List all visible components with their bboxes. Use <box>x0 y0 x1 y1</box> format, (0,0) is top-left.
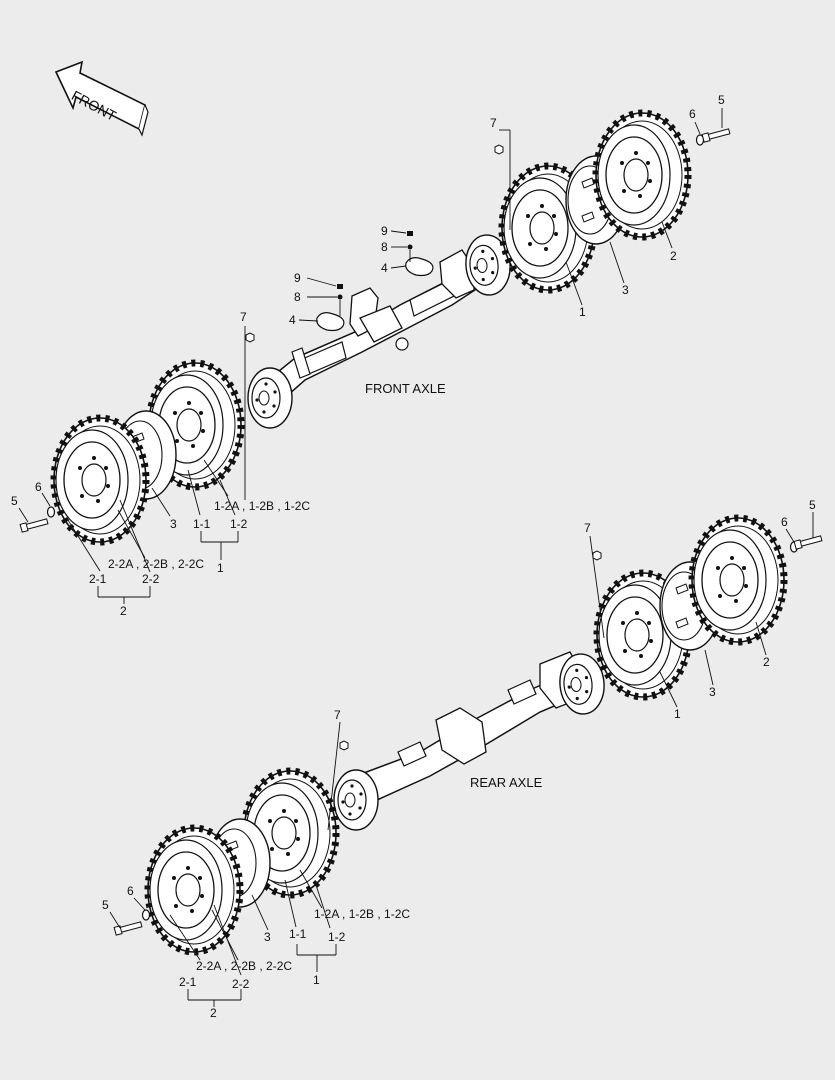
callout-2-1-rear: 2-1 <box>179 975 197 989</box>
front-left-hub <box>247 367 293 429</box>
rear-right-nut <box>592 550 602 561</box>
callout-7-rear-left: 7 <box>334 708 341 722</box>
callout-5-front-left: 5 <box>11 494 18 508</box>
front-right-nut <box>494 144 504 155</box>
front-o-ring-upper <box>405 257 434 277</box>
callout-6-rear-right: 6 <box>781 515 788 529</box>
rear-axle-housing <box>344 651 593 812</box>
front-left-outer-tire <box>54 418 146 542</box>
front-axle-title: FRONT AXLE <box>365 381 446 396</box>
callout-5-rear-right: 5 <box>809 498 816 512</box>
callout-1-rear-right: 1 <box>674 707 681 721</box>
callout-variants-2-front: 2-2A , 2-2B , 2-2C <box>108 557 205 571</box>
rear-left-nut <box>339 740 349 751</box>
callout-1-1-front: 1-1 <box>193 517 211 531</box>
callout-2-rear-right: 2 <box>763 655 770 669</box>
callout-2-2-front: 2-2 <box>142 572 160 586</box>
callout-2-2-rear: 2-2 <box>232 977 250 991</box>
rear-left-bolt <box>113 919 143 936</box>
callout-variants-1-rear: 1-2A , 1-2B , 1-2C <box>314 907 411 921</box>
callout-5-front-right: 5 <box>718 93 725 107</box>
callout-9-front-upper: 9 <box>381 224 388 238</box>
callout-1-front-right: 1 <box>579 305 586 319</box>
front-o-ring-lower <box>316 312 345 332</box>
front-left-washer <box>46 506 56 518</box>
front-left-nut <box>245 332 255 343</box>
callout-2-front-left: 2 <box>120 604 127 618</box>
rear-left-outer-tire <box>148 828 240 952</box>
callout-3-front-right: 3 <box>622 283 629 297</box>
callout-4-front-upper: 4 <box>381 261 388 275</box>
callout-6-rear-left: 6 <box>127 884 134 898</box>
callout-1-2-front: 1-2 <box>230 517 248 531</box>
front-direction-arrow <box>54 60 149 137</box>
callout-7-rear-right: 7 <box>584 521 591 535</box>
front-right-bolt <box>701 126 731 143</box>
callout-7-front-left: 7 <box>240 310 247 324</box>
callout-3-rear-right: 3 <box>709 685 716 699</box>
callout-8-front-lower: 8 <box>294 290 301 304</box>
front-axle-housing <box>260 249 479 404</box>
callout-6-front-left: 6 <box>35 480 42 494</box>
callout-7-front-right: 7 <box>490 116 497 130</box>
callout-9-front-lower: 9 <box>294 271 301 285</box>
callout-4-front-lower: 4 <box>289 313 296 327</box>
callout-variants-2-rear: 2-2A , 2-2B , 2-2C <box>196 959 293 973</box>
callout-2-rear-left: 2 <box>210 1006 217 1020</box>
front-left-bolt <box>19 516 49 533</box>
callout-6-front-right: 6 <box>689 107 696 121</box>
callout-5-rear-left: 5 <box>102 898 109 912</box>
callout-8-front-upper: 8 <box>381 240 388 254</box>
callout-2-front-right: 2 <box>670 249 677 263</box>
rear-right-outer-tire <box>692 518 784 642</box>
front-fittings <box>337 231 413 300</box>
callout-1-2-rear: 1-2 <box>328 930 346 944</box>
callout-1-front-left: 1 <box>217 561 224 575</box>
front-right-outer-tire <box>596 113 688 237</box>
callout-3-front-left: 3 <box>170 517 177 531</box>
rear-left-washer <box>141 909 151 921</box>
callout-2-1-front: 2-1 <box>89 572 107 586</box>
rear-axle-title: REAR AXLE <box>470 775 543 790</box>
callout-variants-1-front: 1-2A , 1-2B , 1-2C <box>214 499 311 513</box>
leader-lines <box>18 108 814 1007</box>
rear-right-bolt <box>793 533 823 550</box>
callout-1-1-rear: 1-1 <box>289 927 307 941</box>
callout-3-rear-left: 3 <box>264 930 271 944</box>
rear-left-hub <box>333 769 379 831</box>
callout-1-rear-left: 1 <box>313 973 320 987</box>
